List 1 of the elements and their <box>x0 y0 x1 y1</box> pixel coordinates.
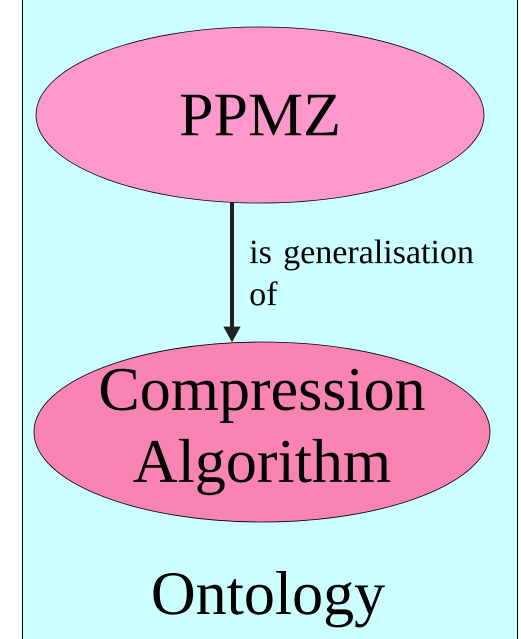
edge-label: is generalisation of <box>250 240 474 306</box>
